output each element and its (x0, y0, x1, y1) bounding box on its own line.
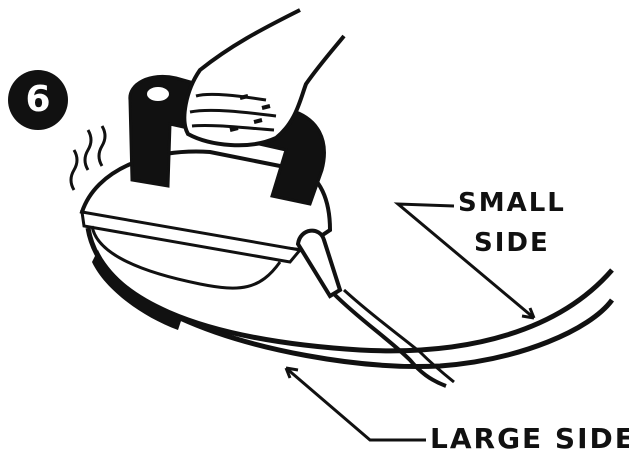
step-badge (8, 70, 68, 130)
leader-large-side-arrow (284, 366, 299, 379)
large-side-label: LARGE SIDE (430, 422, 629, 455)
iron-skirt (90, 225, 282, 290)
handle-knob (145, 85, 171, 103)
cord-connector (295, 228, 343, 299)
heat-wave-3 (97, 125, 107, 167)
step-number: 6 (25, 79, 51, 120)
cord (332, 292, 447, 388)
small-side-label-line2: SIDE (474, 228, 550, 258)
heat-wave-1 (69, 149, 79, 191)
finger-2 (189, 108, 277, 118)
cord-2 (342, 288, 455, 384)
sleeve-wrap (92, 250, 182, 330)
small-side-label-line1: SMALL (458, 188, 566, 218)
finger-3 (191, 123, 275, 132)
leader-large-side (285, 366, 426, 442)
leader-small-side (393, 202, 535, 320)
finger-1 (195, 92, 267, 102)
fingernails (229, 94, 271, 132)
heat-wave-2 (83, 129, 93, 171)
leader-small-side-arrow (521, 307, 536, 320)
step-number-wrap: 6 (8, 70, 68, 130)
iron-sole (80, 210, 303, 264)
board-edge-inner (178, 298, 615, 369)
